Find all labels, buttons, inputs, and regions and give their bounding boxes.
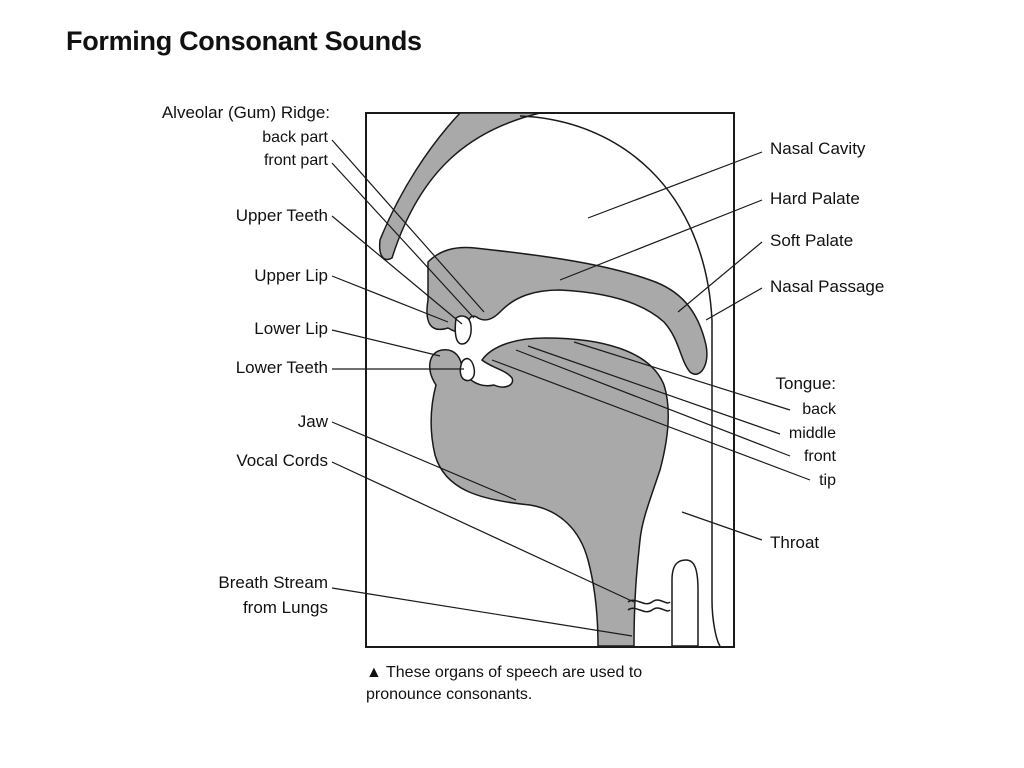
leader-tongue-front: [515, 349, 791, 457]
label-hard-palate: Hard Palate: [770, 189, 860, 208]
leader-lower-lip: [331, 329, 441, 357]
leader-tongue-tip: [491, 359, 811, 481]
nasal-roof-shape: [378, 112, 541, 261]
leader-tongue-middle: [527, 345, 781, 435]
label-upper-teeth: Upper Teeth: [235, 206, 328, 225]
upper-teeth-shape: [454, 315, 472, 345]
label-lower-lip: Lower Lip: [254, 319, 328, 338]
leader-soft-palate: [677, 241, 763, 313]
leader-upper-teeth: [331, 215, 463, 325]
figure-caption: ▲ These organs of speech are used to pro…: [366, 662, 686, 706]
label-throat: Throat: [770, 533, 820, 552]
label-alveolar-ridge: Alveolar (Gum) Ridge:: [161, 103, 330, 122]
label-soft-palate: Soft Palate: [770, 231, 854, 250]
leader-front-part: [331, 162, 475, 319]
label-vocal-cords: Vocal Cords: [236, 451, 328, 470]
lower-teeth-shape: [459, 357, 476, 382]
label-nasal-cavity: Nasal Cavity: [770, 139, 866, 158]
label-lower-teeth: Lower Teeth: [235, 358, 328, 377]
label-tongue-back: back: [802, 401, 836, 418]
label-nasal-passage: Nasal Passage: [770, 277, 885, 296]
leader-jaw: [331, 421, 517, 501]
leader-nasal-cavity: [587, 151, 763, 219]
label-tongue-middle: middle: [788, 425, 836, 442]
leader-back-part: [331, 139, 485, 313]
label-tongue: Tongue:: [775, 374, 837, 393]
diagram-title: Forming Consonant Sounds: [66, 26, 422, 56]
vocal-cords-mark: [627, 599, 671, 605]
leader-nasal-passage: [705, 287, 763, 321]
leader-hard-palate: [559, 199, 763, 281]
diagram-frame: [365, 112, 735, 648]
label-upper-lip: Upper Lip: [254, 266, 328, 285]
leader-upper-lip: [331, 275, 449, 323]
caption-text: These organs of speech are used to prono…: [366, 664, 643, 703]
label-tongue-tip: tip: [819, 472, 836, 489]
leader-tongue-back: [573, 341, 791, 411]
label-back-part: back part: [262, 129, 328, 146]
label-front-part: front part: [263, 152, 328, 169]
leader-throat: [681, 511, 763, 541]
label-from-lungs: from Lungs: [242, 598, 328, 617]
leader-breath-stream: [331, 587, 633, 637]
label-tongue-front: front: [803, 448, 836, 465]
vocal-cords-mark-2: [627, 607, 671, 613]
leader-vocal-cords: [331, 461, 635, 603]
head-back-curve: [519, 115, 721, 647]
throat-column-shape: [671, 559, 699, 647]
triangle-marker-icon: ▲: [366, 664, 382, 681]
label-jaw: Jaw: [297, 412, 328, 431]
label-breath-stream: Breath Stream: [218, 573, 328, 592]
